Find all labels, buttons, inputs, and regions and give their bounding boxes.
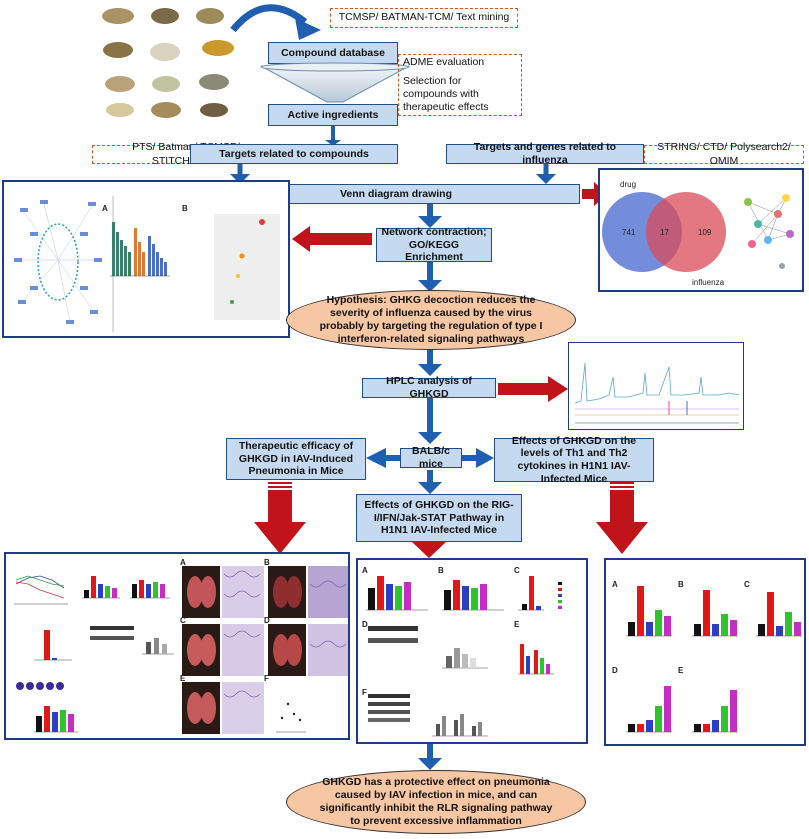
targets-compounds-box: Targets related to compounds bbox=[190, 144, 398, 164]
venn-right-label: influenza bbox=[692, 278, 725, 287]
cytokine-letter-c: C bbox=[744, 580, 750, 589]
efficacy-figures bbox=[14, 566, 348, 734]
weight-line-chart bbox=[14, 575, 68, 605]
therapeutic-efficacy-box: Therapeutic efficacy of GHKGD in IAV-Ind… bbox=[226, 438, 366, 480]
cytokine-letter-a: A bbox=[612, 580, 618, 589]
network-enrichment-panel: A B bbox=[2, 180, 290, 338]
network-box: Network contraction; GO/KEGG Enrichment bbox=[376, 226, 492, 263]
conclusion-oval: GHKGD has a protective effect on pneumon… bbox=[286, 770, 586, 834]
rig-letter-d: D bbox=[362, 620, 368, 629]
red-arrow-right-icon bbox=[498, 376, 568, 402]
adme-evaluation: ADME evaluation bbox=[403, 55, 485, 68]
compound-database-box: Compound database bbox=[268, 42, 398, 64]
compound-db-sources: TCMSP/ BATMAN-TCM/ Text mining bbox=[330, 8, 518, 28]
efficacy-letter-c: C bbox=[180, 616, 186, 625]
cytokine-letter-e: E bbox=[678, 666, 684, 675]
venn-overlap-count: 17 bbox=[660, 228, 669, 237]
panel-a-letter: A bbox=[102, 204, 108, 213]
rig-blot bbox=[368, 626, 488, 669]
efficacy-letter-d: D bbox=[264, 616, 270, 625]
rig-letter-c: C bbox=[514, 566, 520, 575]
efficacy-letter-b: B bbox=[264, 558, 270, 567]
ifn-bars bbox=[366, 576, 544, 611]
legend-swatches bbox=[558, 582, 562, 609]
influenza-circle bbox=[646, 192, 726, 272]
hypothesis-oval: Hypothesis: GHKG decoction reduces the s… bbox=[286, 290, 576, 350]
cytokines-box: Effects of GHKGD on the levels of Th1 an… bbox=[494, 435, 654, 485]
rig-letter-f: F bbox=[362, 688, 367, 697]
histology-images bbox=[222, 566, 348, 734]
rig-letter-a: A bbox=[362, 566, 368, 575]
rig-pathway-figures bbox=[366, 576, 562, 737]
venn-left-label: drug bbox=[620, 180, 637, 189]
hplc-panel bbox=[568, 342, 744, 430]
efficacy-letter-a: A bbox=[180, 558, 186, 567]
herb-pile bbox=[102, 8, 234, 118]
efficacy-results-panel: A B C D E F bbox=[4, 552, 350, 740]
bars-row-2 bbox=[34, 630, 72, 661]
bars-row-1 bbox=[82, 576, 170, 599]
rig-letter-b: B bbox=[438, 566, 444, 575]
jak-stat-blot bbox=[368, 694, 488, 737]
hplc-chromatogram bbox=[574, 362, 740, 424]
adme-box: ADME evaluation Selection for compounds … bbox=[398, 54, 522, 116]
rig-pathway-box: Effects of GHKGD on the RIG-I/IFN/Jak-ST… bbox=[356, 494, 522, 542]
rig-letter-e: E bbox=[514, 620, 520, 629]
cytokine-results-panel: A B C D E bbox=[604, 558, 806, 746]
funnel-icon bbox=[260, 62, 410, 103]
efficacy-letter-f: F bbox=[264, 674, 269, 683]
efficacy-letter-e: E bbox=[180, 674, 186, 683]
mrna-bars bbox=[518, 644, 554, 675]
go-bar-chart bbox=[110, 222, 170, 277]
venn-box: Venn diagram drawing bbox=[212, 184, 580, 204]
active-ingredients-box: Active ingredients bbox=[268, 104, 398, 126]
venn-diagram bbox=[602, 192, 726, 272]
herbs-image bbox=[90, 2, 240, 122]
ppi-network bbox=[744, 194, 794, 269]
cytokine-letter-d: D bbox=[612, 666, 618, 675]
western-blot bbox=[90, 626, 174, 655]
curved-arrow-icon bbox=[230, 4, 321, 40]
panel-b-letter: B bbox=[182, 204, 188, 213]
cytokine-row-1 bbox=[626, 586, 802, 637]
balbc-box: BALB/c mice bbox=[400, 445, 462, 470]
targets-influenza-box: Targets and genes related to influenza bbox=[446, 141, 644, 166]
red-arrow-left-icon bbox=[292, 226, 372, 252]
cytokine-figures bbox=[626, 586, 802, 733]
venn-right-count: 109 bbox=[698, 228, 712, 237]
venn-left-count: 741 bbox=[622, 228, 636, 237]
disease-target-sources: STRING/ CTD/ Polysearch2/ OMIM bbox=[644, 141, 804, 167]
bars-row-3 bbox=[34, 706, 78, 733]
red-arrow-down-center-icon bbox=[412, 542, 446, 558]
lung-photos bbox=[182, 566, 306, 734]
cytokine-letter-b: B bbox=[678, 580, 684, 589]
adme-selection: Selection for compounds with therapeutic… bbox=[403, 74, 489, 114]
red-arrow-down-left-icon bbox=[254, 482, 306, 554]
venn-diagram-panel: drug influenza 741 17 109 bbox=[598, 168, 804, 292]
rig-pathway-results-panel: A B C D E F bbox=[356, 558, 588, 744]
red-arrow-down-right-icon bbox=[596, 482, 648, 554]
lung-circles bbox=[16, 682, 64, 690]
hplc-box: HPLC analysis of GHKGD bbox=[362, 375, 496, 400]
kegg-dot-plot bbox=[214, 214, 280, 320]
cytokine-row-2 bbox=[626, 686, 738, 733]
score-plot bbox=[276, 702, 306, 733]
